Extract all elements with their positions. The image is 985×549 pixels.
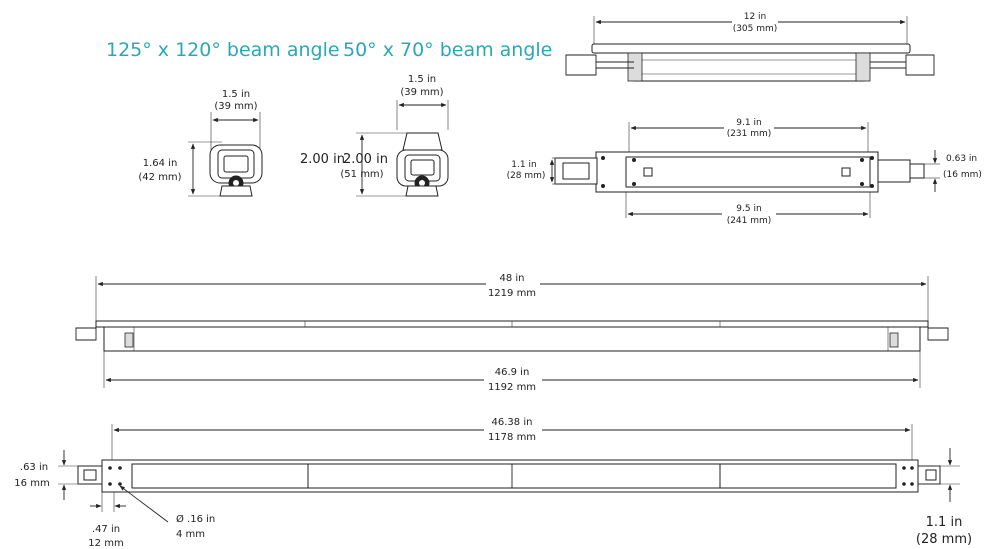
long-total-in: 48 in bbox=[499, 273, 524, 284]
long-conn-in: .63 in bbox=[20, 462, 48, 473]
narrow-height-in-2: 2.00 in bbox=[343, 152, 388, 167]
wide-width-mm: (39 mm) bbox=[214, 101, 257, 112]
wide-height-in: 1.64 in bbox=[143, 158, 178, 169]
short-top-view: 9.1 in (231 mm) 1.1 in (28 mm) 0.63 in (… bbox=[507, 116, 982, 228]
long-conn-mm: 16 mm bbox=[14, 478, 49, 489]
long-height-in: 1.1 in bbox=[926, 515, 963, 530]
long-hole-mm: 4 mm bbox=[176, 529, 205, 540]
long-total-mm: 1219 mm bbox=[488, 288, 536, 299]
narrow-width-in: 1.5 in bbox=[408, 74, 436, 85]
end-view-narrow: 1.5 in (39 mm) 2.00 in 2.00 in (51 mm) bbox=[300, 74, 449, 197]
short-conn-in: 0.63 in bbox=[946, 154, 977, 164]
long-body-mm: 1192 mm bbox=[488, 382, 536, 393]
long-mount-in: 46.38 in bbox=[492, 417, 533, 428]
beam-angle-narrow-title: 50° x 70° beam angle bbox=[343, 39, 552, 61]
short-conn-mm: (16 mm) bbox=[943, 170, 982, 180]
end-view-wide: 1.5 in (39 mm) 1.64 in (42 mm) bbox=[138, 89, 263, 197]
long-offset-in: .47 in bbox=[92, 524, 120, 535]
narrow-height-in: 2.00 in bbox=[300, 152, 345, 167]
long-hole-in: Ø .16 in bbox=[176, 513, 215, 525]
short-inner-in: 9.1 in bbox=[736, 118, 761, 128]
long-body-in: 46.9 in bbox=[495, 367, 530, 378]
long-mount-mm: 1178 mm bbox=[488, 432, 536, 443]
long-top-view: 46.38 in 1178 mm .63 in 16 mm .47 in bbox=[14, 414, 972, 549]
short-side-view: 12 in (305 mm) bbox=[565, 10, 935, 82]
wide-height-mm: (42 mm) bbox=[138, 172, 181, 183]
beam-angle-wide-title: 125° x 120° beam angle bbox=[106, 39, 340, 61]
narrow-width-mm: (39 mm) bbox=[400, 87, 443, 98]
narrow-height-mm: (51 mm) bbox=[340, 169, 383, 180]
short-outer-in: 9.5 in bbox=[736, 204, 761, 214]
short-height-in: 1.1 in bbox=[511, 160, 536, 170]
short-outer-mm: (241 mm) bbox=[727, 216, 772, 226]
long-offset-mm: 12 mm bbox=[88, 538, 123, 549]
short-height-mm: (28 mm) bbox=[507, 171, 546, 181]
short-inner-mm: (231 mm) bbox=[727, 129, 772, 139]
wide-width-in: 1.5 in bbox=[222, 89, 250, 100]
short-length-mm: (305 mm) bbox=[733, 24, 778, 34]
long-height-mm: (28 mm) bbox=[916, 532, 972, 547]
long-side-view: 48 in 1219 mm 46.9 in 1192 mm bbox=[75, 270, 949, 394]
short-length-in: 12 in bbox=[744, 12, 767, 22]
